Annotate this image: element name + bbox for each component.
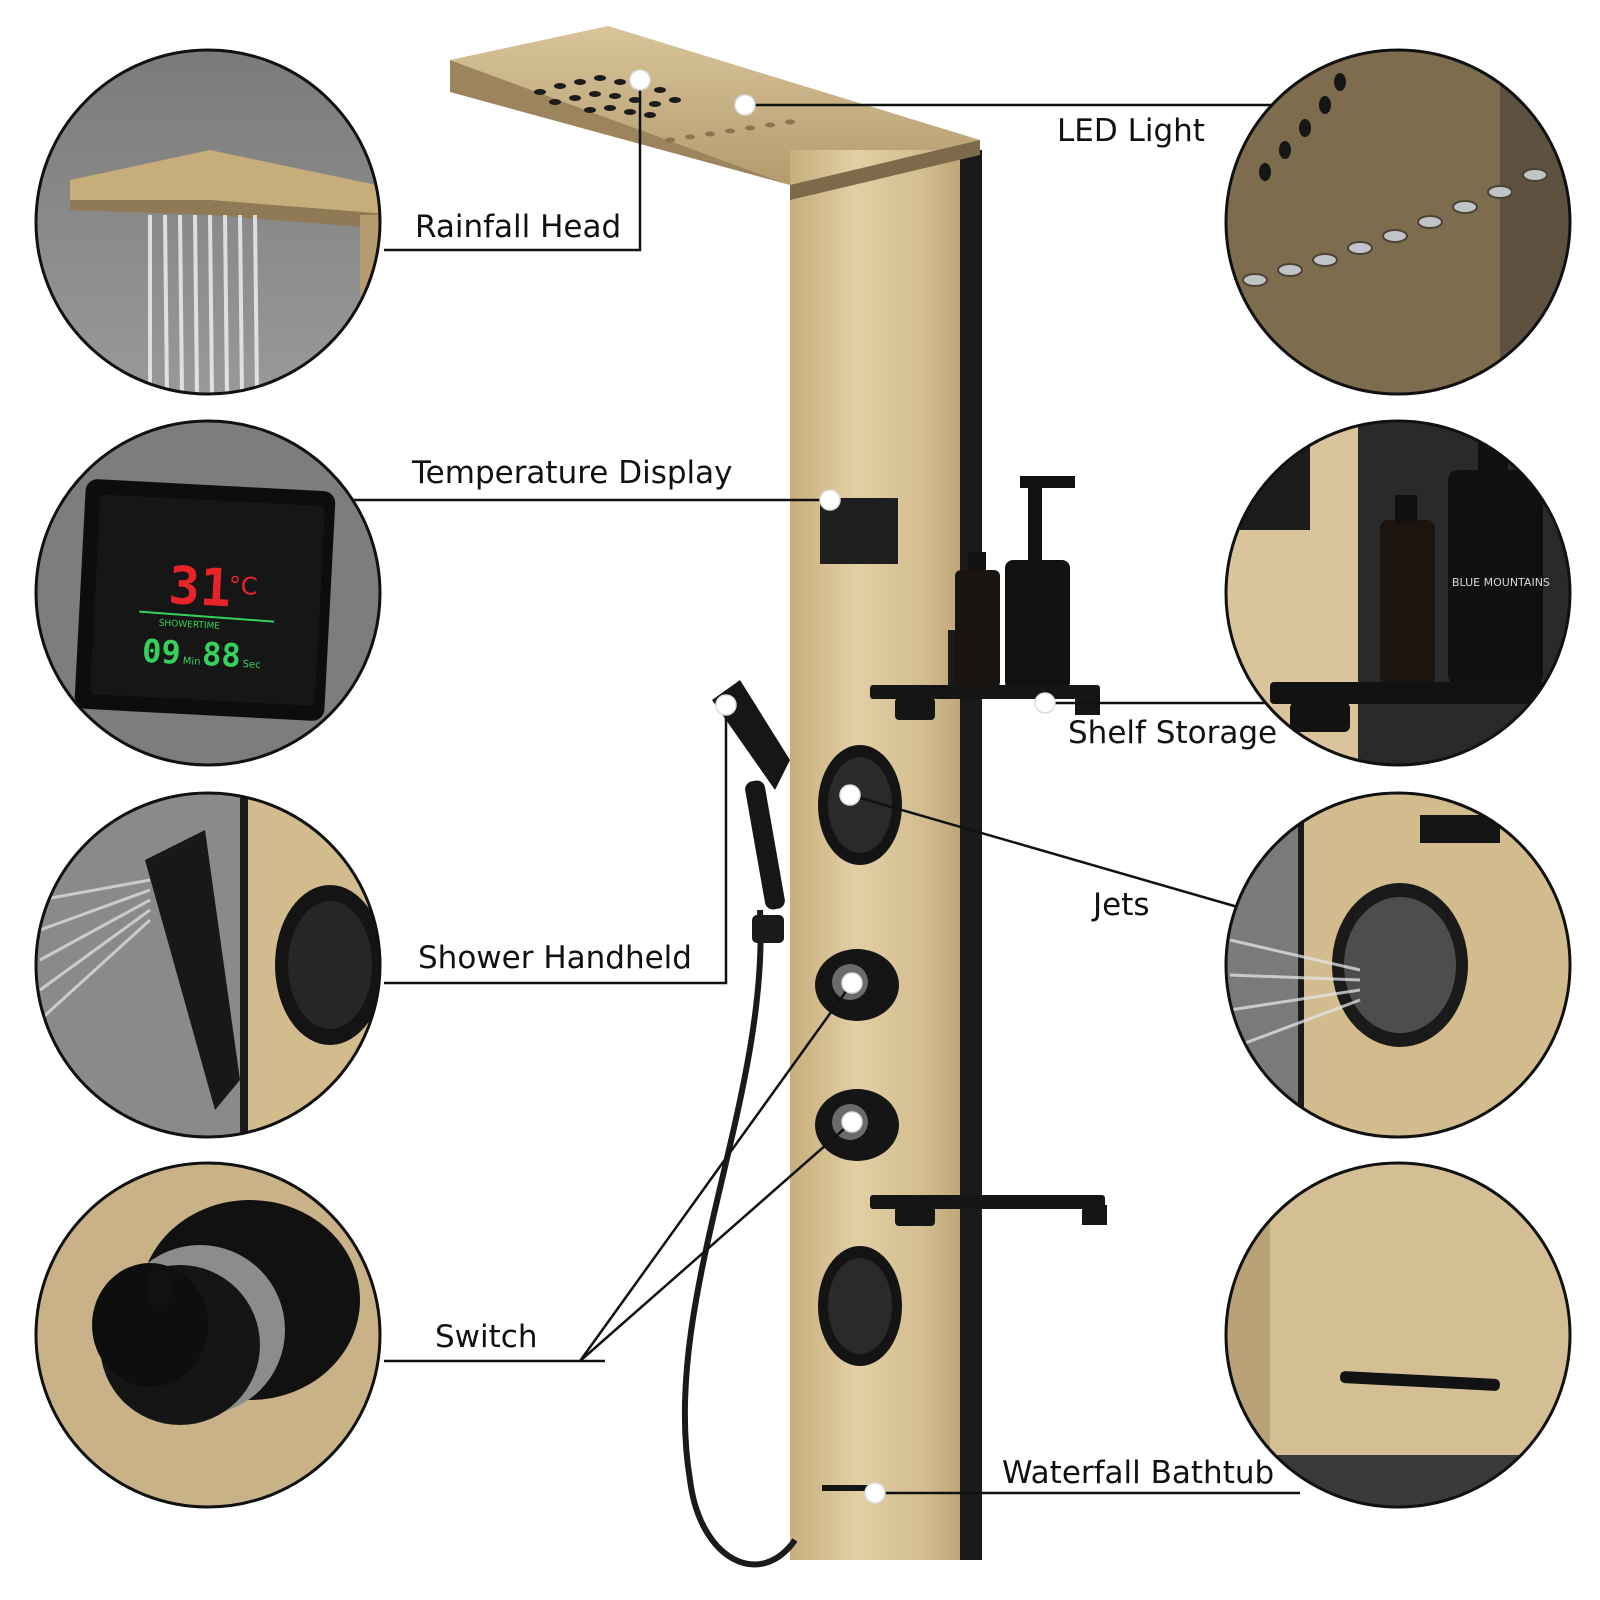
handheld-shower-icon (681, 680, 798, 1568)
rainfall-nozzles (534, 75, 681, 118)
minutes-readout: 09 (141, 632, 181, 672)
callout-dots (629, 69, 1056, 1504)
detail-handheld (34, 791, 382, 1139)
shower-panel (450, 26, 1107, 1568)
leader-lines (350, 80, 1300, 1495)
seconds-readout: 88 (201, 635, 241, 675)
label-shelf-storage: Shelf Storage (1068, 715, 1278, 751)
label-jets: Jets (1093, 887, 1150, 923)
detail-rainfall-head (34, 48, 382, 396)
jet-icon (818, 745, 902, 865)
led-strip (665, 119, 795, 143)
seconds-unit: Sec (242, 659, 261, 671)
rainfall-head-plate (450, 26, 980, 185)
label-rainfall-head: Rainfall Head (415, 209, 622, 245)
bottle-brand-text: BLUE MOUNTAINS (1452, 576, 1550, 589)
detail-temperature-display: 31 °C SHOWERTIME 09 Min 88 Sec (34, 419, 382, 767)
detail-jets (1224, 791, 1572, 1139)
label-led-light: LED Light (1057, 113, 1205, 149)
detail-led-light (1224, 48, 1572, 396)
jet-icon-lower (818, 1246, 902, 1366)
shower-time-label: SHOWERTIME (158, 619, 220, 632)
label-waterfall-bathtub: Waterfall Bathtub (1002, 1455, 1275, 1491)
waterfall-spout-icon (822, 1485, 882, 1491)
temperature-unit: °C (228, 571, 258, 600)
minutes-unit: Min (182, 656, 200, 668)
label-shower-handheld: Shower Handheld (418, 940, 692, 976)
temperature-readout: 31 (167, 556, 233, 619)
shelf-icon (870, 685, 1100, 699)
label-temperature-display: Temperature Display (412, 455, 733, 491)
detail-switch (34, 1161, 382, 1509)
shelf-bottom (870, 1195, 1107, 1226)
label-switch: Switch (435, 1319, 538, 1355)
